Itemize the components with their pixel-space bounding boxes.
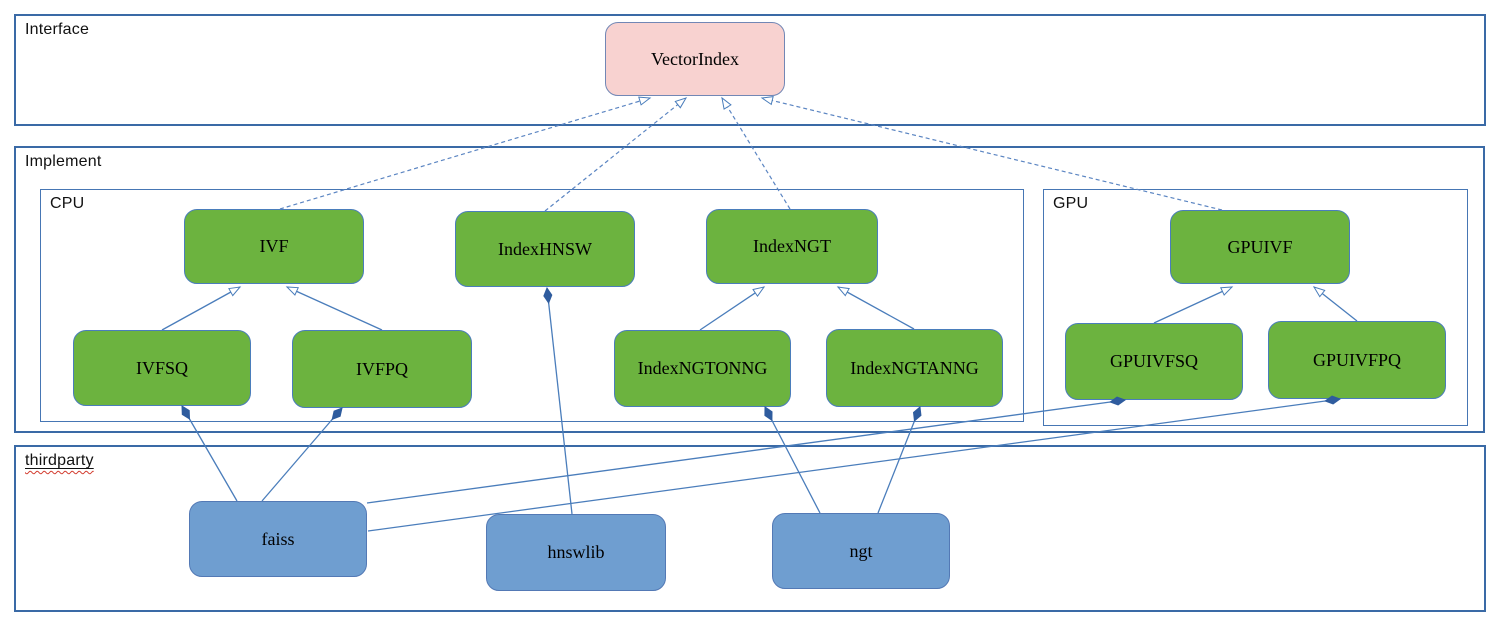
container-thirdparty-label: thirdparty (25, 452, 94, 470)
node-gpuivfpq[interactable]: GPUIVFPQ (1268, 321, 1446, 399)
node-vectorindex-label: VectorIndex (651, 48, 739, 69)
node-ivfsq-label: IVFSQ (135, 357, 188, 378)
container-implement-label: Implement (25, 153, 102, 170)
node-indexngtonng[interactable]: IndexNGTONNG (614, 330, 791, 407)
node-gpuivfsq[interactable]: GPUIVFSQ (1065, 323, 1243, 400)
node-gpuivf-label: GPUIVF (1227, 236, 1293, 257)
node-indexngtanng-label: IndexNGTANNG (850, 357, 979, 378)
node-ivfpq[interactable]: IVFPQ (292, 330, 472, 408)
node-indexngt[interactable]: IndexNGT (706, 209, 878, 284)
node-indexhnsw[interactable]: IndexHNSW (455, 211, 635, 287)
node-gpuivfpq-label: GPUIVFPQ (1312, 349, 1402, 370)
node-faiss[interactable]: faiss (189, 501, 367, 577)
node-ivf[interactable]: IVF (184, 209, 364, 284)
node-ivf-label: IVF (259, 236, 289, 256)
container-interface-label: Interface (25, 21, 90, 38)
node-indexngt-label: IndexNGT (753, 236, 831, 256)
node-gpuivfsq-label: GPUIVFSQ (1109, 351, 1199, 371)
node-ngt[interactable]: ngt (772, 513, 950, 589)
node-indexhnsw-label: IndexHNSW (498, 238, 592, 259)
node-vectorindex[interactable]: VectorIndex (605, 22, 785, 96)
spellcheck-squiggle: thirdparty (25, 452, 94, 469)
node-ngt-label: ngt (849, 540, 873, 561)
node-hnswlib-label: hnswlib (547, 542, 605, 562)
container-cpu-label: CPU (50, 195, 85, 212)
node-faiss-label: faiss (261, 528, 295, 549)
node-indexngtonng-label: IndexNGTONNG (637, 358, 768, 378)
node-indexngtanng[interactable]: IndexNGTANNG (826, 329, 1003, 407)
node-ivfpq-label: IVFPQ (355, 358, 408, 379)
node-hnswlib[interactable]: hnswlib (486, 514, 666, 591)
container-gpu-label: GPU (1053, 195, 1089, 212)
node-gpuivf[interactable]: GPUIVF (1170, 210, 1350, 284)
node-ivfsq[interactable]: IVFSQ (73, 330, 251, 406)
